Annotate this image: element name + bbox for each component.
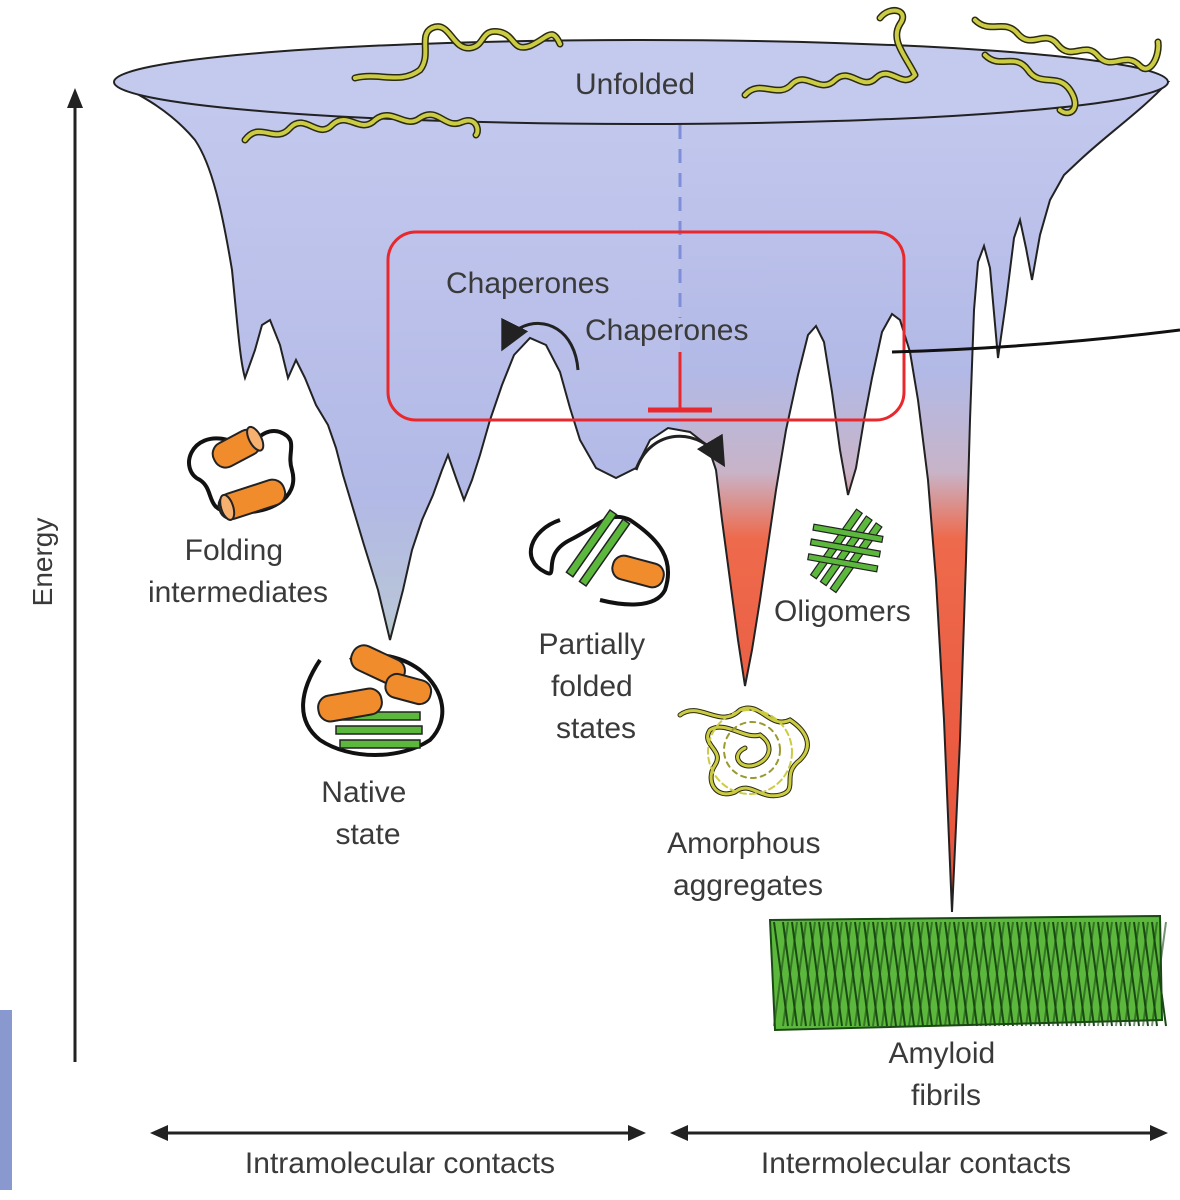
label-native-state: Native state bbox=[321, 776, 414, 851]
aggregation-arrow-icon bbox=[634, 433, 726, 471]
label-partially-folded: Partially folded states bbox=[538, 628, 653, 745]
callout-line bbox=[891, 328, 1180, 354]
inhibition-marker bbox=[648, 352, 712, 413]
partially-folded-protein-icon bbox=[528, 508, 671, 607]
contacts-axis-left bbox=[150, 1125, 646, 1141]
native-state-protein-icon bbox=[301, 644, 445, 757]
label-energy-axis: Energy bbox=[27, 518, 58, 607]
contacts-axis-right bbox=[670, 1125, 1168, 1141]
label-unfolded: Unfolded bbox=[575, 68, 695, 101]
edge-strip bbox=[0, 1010, 12, 1190]
label-intramolecular: Intramolecular contacts bbox=[245, 1147, 555, 1180]
label-amorphous-aggregates: Amorphous aggregates bbox=[667, 827, 829, 902]
chaperone-arrow-icon bbox=[501, 317, 580, 371]
label-folding-intermediates: Folding intermediates bbox=[148, 534, 328, 609]
unfolded-chain-icon bbox=[241, 7, 1162, 144]
amyloid-fibril-icon bbox=[768, 914, 1167, 1032]
energy-axis bbox=[67, 88, 83, 1062]
label-oligomers: Oligomers bbox=[774, 595, 911, 628]
chaperone-highlight-box bbox=[386, 230, 906, 422]
label-intermolecular: Intermolecular contacts bbox=[761, 1147, 1071, 1180]
label-chaperones-right: Chaperones bbox=[585, 314, 748, 347]
amorphous-aggregate-icon bbox=[677, 705, 810, 799]
folding-intermediates-protein-icon bbox=[187, 425, 296, 521]
label-amyloid-fibrils: Amyloid fibrils bbox=[888, 1037, 1003, 1112]
oligomer-protein-icon bbox=[807, 508, 884, 594]
energy-funnel bbox=[113, 39, 1169, 913]
label-chaperones-left: Chaperones bbox=[446, 267, 609, 300]
